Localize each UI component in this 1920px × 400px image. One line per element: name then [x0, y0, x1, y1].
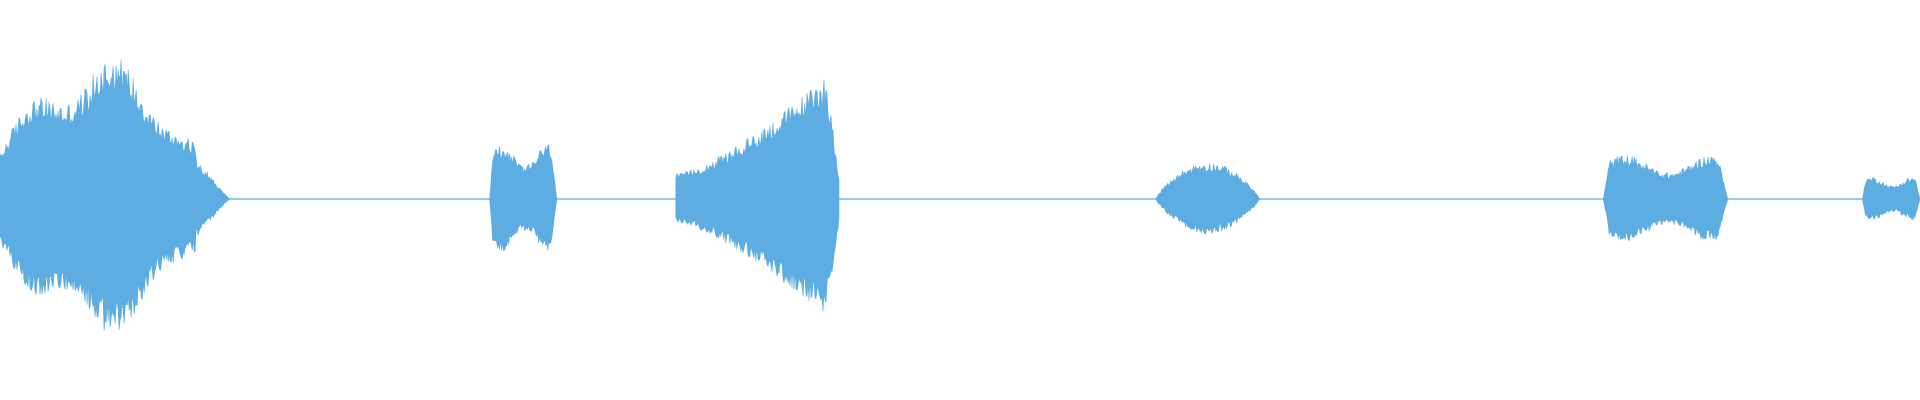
waveform-burst-5 [1602, 155, 1729, 242]
waveform-burst-4 [1155, 163, 1260, 235]
waveform-burst-3 [675, 79, 840, 312]
waveform-burst-2 [489, 144, 558, 252]
waveform-burst-1 [0, 59, 327, 331]
waveform-segments [0, 59, 1920, 331]
waveform-burst-6 [1862, 177, 1920, 221]
